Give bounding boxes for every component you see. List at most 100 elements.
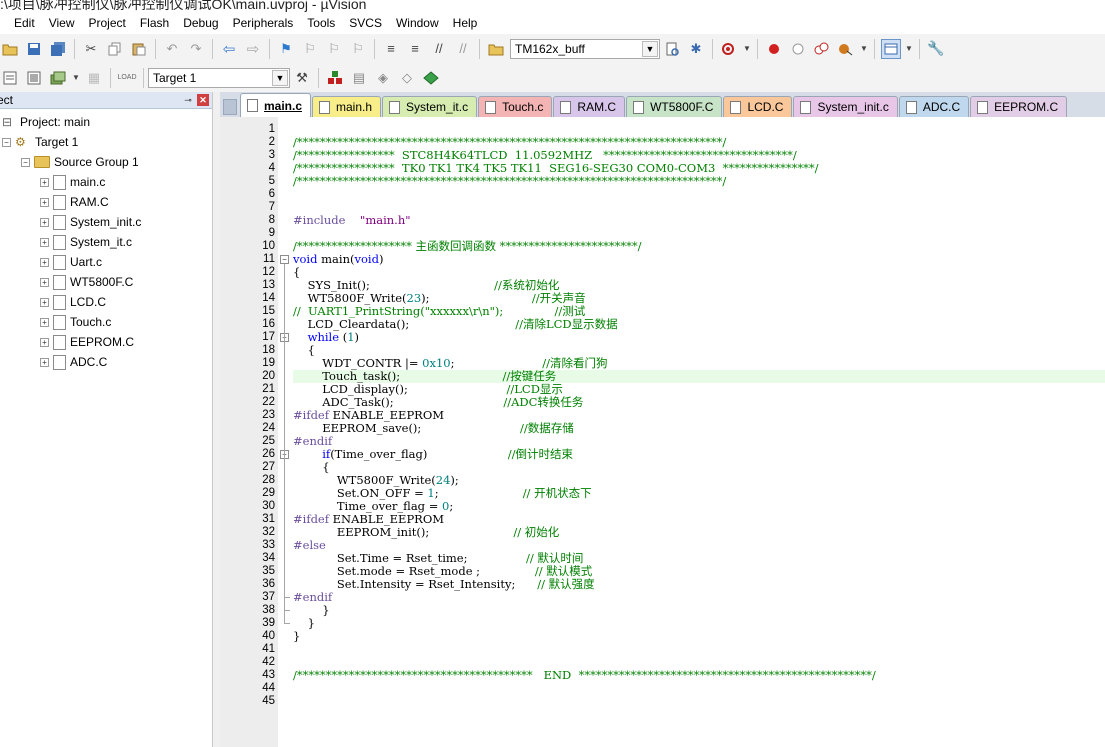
tab-list-icon[interactable] <box>223 99 237 115</box>
cut-icon[interactable]: ✂ <box>85 40 97 56</box>
menu-view[interactable]: View <box>48 16 75 30</box>
navigate-back-icon[interactable]: ⇦ <box>222 40 236 58</box>
code-line[interactable]: #ifdef ENABLE_EEPROM <box>293 409 1105 422</box>
code-line[interactable]: #endif <box>293 435 1105 448</box>
tab-system-it-c[interactable]: System_it.c <box>382 96 478 117</box>
navigate-forward-icon[interactable]: ⇨ <box>246 40 260 58</box>
expand-icon[interactable]: + <box>40 197 49 207</box>
tab-ram-c[interactable]: RAM.C <box>553 96 626 117</box>
expand-icon[interactable]: + <box>40 317 49 327</box>
save-icon[interactable] <box>24 39 44 59</box>
tab-adc-c[interactable]: ADC.C <box>898 96 970 117</box>
collapse-icon[interactable]: − <box>21 157 30 167</box>
tree-item-file[interactable]: + LCD.C <box>40 292 106 312</box>
tab-main-h[interactable]: main.h <box>312 96 382 117</box>
incremental-find-icon[interactable]: ✱ <box>690 40 702 56</box>
tree-item-file[interactable]: + ADC.C <box>40 352 107 372</box>
code-line[interactable]: #endif <box>293 591 1105 604</box>
comment-icon[interactable]: // <box>435 41 443 56</box>
save-all-icon[interactable] <box>48 39 68 59</box>
expand-icon[interactable]: + <box>40 337 49 347</box>
code-line[interactable]: { <box>293 461 1105 474</box>
code-line[interactable]: /******************** 主函数回调函数 **********… <box>293 240 1105 253</box>
code-line[interactable]: SYS_Init(); //系统初始化 <box>293 279 1105 292</box>
menu-help[interactable]: Help <box>452 16 478 30</box>
code-line[interactable]: LCD_Cleardata(); //清除LCD显示数据 <box>293 318 1105 331</box>
code-line[interactable]: WT5800F_Write(24); <box>293 474 1105 487</box>
chevron-down-icon[interactable]: ▼ <box>72 73 80 82</box>
menu-peripherals[interactable]: Peripherals <box>232 16 294 30</box>
build-icon[interactable] <box>24 68 44 88</box>
code-line[interactable]: Time_over_flag = 0; <box>293 500 1105 513</box>
translate-icon[interactable] <box>0 68 20 88</box>
code-line[interactable]: Touch_task(); //按键任务 <box>293 370 1105 383</box>
code-line[interactable]: #else <box>293 539 1105 552</box>
tree-item-file[interactable]: + System_init.c <box>40 212 141 232</box>
menu-window[interactable]: Window <box>395 16 439 30</box>
tab-lcd-c[interactable]: LCD.C <box>723 96 793 117</box>
code-line[interactable] <box>293 188 1105 201</box>
expand-icon[interactable]: + <box>40 257 49 267</box>
menu-debug[interactable]: Debug <box>183 16 219 30</box>
tree-item-project-root[interactable]: ⊟ Project: main <box>2 112 90 132</box>
code-line[interactable]: EEPROM_init(); // 初始化 <box>293 526 1105 539</box>
configuration-icon[interactable]: 🔧 <box>927 40 945 56</box>
expand-icon[interactable]: + <box>40 277 49 287</box>
tab-system-init-c[interactable]: System_init.c <box>793 96 898 117</box>
tab-wt5800f-c[interactable]: WT5800F.C <box>626 96 723 117</box>
clear-bookmarks-icon[interactable]: ⚐ <box>352 40 364 56</box>
tree-item-file[interactable]: + main.c <box>40 172 105 192</box>
manage-components-icon[interactable] <box>325 68 345 88</box>
device-target-select[interactable]: TM162x_buff ▼ <box>510 38 660 59</box>
tab-main-c[interactable]: main.c <box>240 93 312 117</box>
unindent-icon[interactable]: ≡ <box>411 41 419 56</box>
code-line[interactable]: if(Time_over_flag) //倒计时结束 <box>293 448 1105 461</box>
open-folder-icon[interactable] <box>0 39 20 59</box>
code-line[interactable]: Set.Intensity = Rset_Intensity; // 默认强度 <box>293 578 1105 591</box>
code-line[interactable]: // UART1_PrintString("xxxxxx\r\n"); //测试 <box>293 305 1105 318</box>
tree-item-file[interactable]: + WT5800F.C <box>40 272 133 292</box>
tree-item-file[interactable]: + EEPROM.C <box>40 332 134 352</box>
paste-icon[interactable] <box>129 39 149 59</box>
code-line[interactable]: Set.ON_OFF = 1; // 开机状态下 <box>293 487 1105 500</box>
code-line[interactable]: { <box>293 344 1105 357</box>
menu-edit[interactable]: Edit <box>14 16 35 30</box>
tree-item-target[interactable]: − ⚙ Target 1 <box>2 132 78 152</box>
code-line[interactable]: while (1) <box>293 331 1105 344</box>
uncomment-icon[interactable]: // <box>459 41 467 56</box>
code-line[interactable]: WDT_CONTR |= 0x10; //清除看门狗 <box>293 357 1105 370</box>
expand-icon[interactable]: + <box>40 237 49 247</box>
code-line[interactable]: void main(void) <box>293 253 1105 266</box>
panel-splitter[interactable] <box>213 92 220 747</box>
kill-all-breakpoints-icon[interactable] <box>836 39 856 59</box>
build-target-select[interactable]: Target 1 ▼ <box>148 67 290 88</box>
fold-toggle-icon[interactable]: − <box>280 255 289 264</box>
rebuild-icon[interactable] <box>48 68 68 88</box>
disable-breakpoint-icon[interactable] <box>788 39 808 59</box>
menu-project[interactable]: Project <box>88 16 126 30</box>
code-line[interactable]: /***************** TK0 TK1 TK4 TK5 TK11 … <box>293 162 1105 175</box>
expand-icon[interactable]: + <box>40 217 49 227</box>
tab-eeprom-c[interactable]: EEPROM.C <box>970 96 1068 117</box>
menu-flash[interactable]: Flash <box>139 16 170 30</box>
code-line[interactable]: Set.mode = Rset_mode ; // 默认模式 <box>293 565 1105 578</box>
bookmark-icon[interactable]: ⚑ <box>280 40 292 56</box>
next-bookmark-icon[interactable]: ⚐ <box>328 40 340 56</box>
code-line[interactable]: /***************** STC8H4K64TLCD 11.0592… <box>293 149 1105 162</box>
tab-touch-c[interactable]: Touch.c <box>478 96 553 117</box>
menu-tools[interactable]: Tools <box>307 16 336 30</box>
pack-icon[interactable] <box>421 68 441 88</box>
code-line[interactable]: { <box>293 266 1105 279</box>
close-icon[interactable]: ✕ <box>197 94 209 106</box>
find-icon[interactable] <box>662 39 682 59</box>
code-line[interactable] <box>293 695 1105 708</box>
code-line[interactable]: #include "main.h" <box>293 214 1105 227</box>
batch-build-icon[interactable]: ▦ <box>87 69 101 85</box>
menu-svcs[interactable]: SVCS <box>349 16 382 30</box>
tree-item-file[interactable]: + Touch.c <box>40 312 111 332</box>
disable-all-breakpoints-icon[interactable] <box>812 39 832 59</box>
code-line[interactable]: ADC_Task(); //ADC转换任务 <box>293 396 1105 409</box>
target-options-icon[interactable]: ⚒ <box>296 69 308 85</box>
debug-session-icon[interactable] <box>719 39 739 59</box>
expand-icon[interactable]: + <box>40 297 49 307</box>
